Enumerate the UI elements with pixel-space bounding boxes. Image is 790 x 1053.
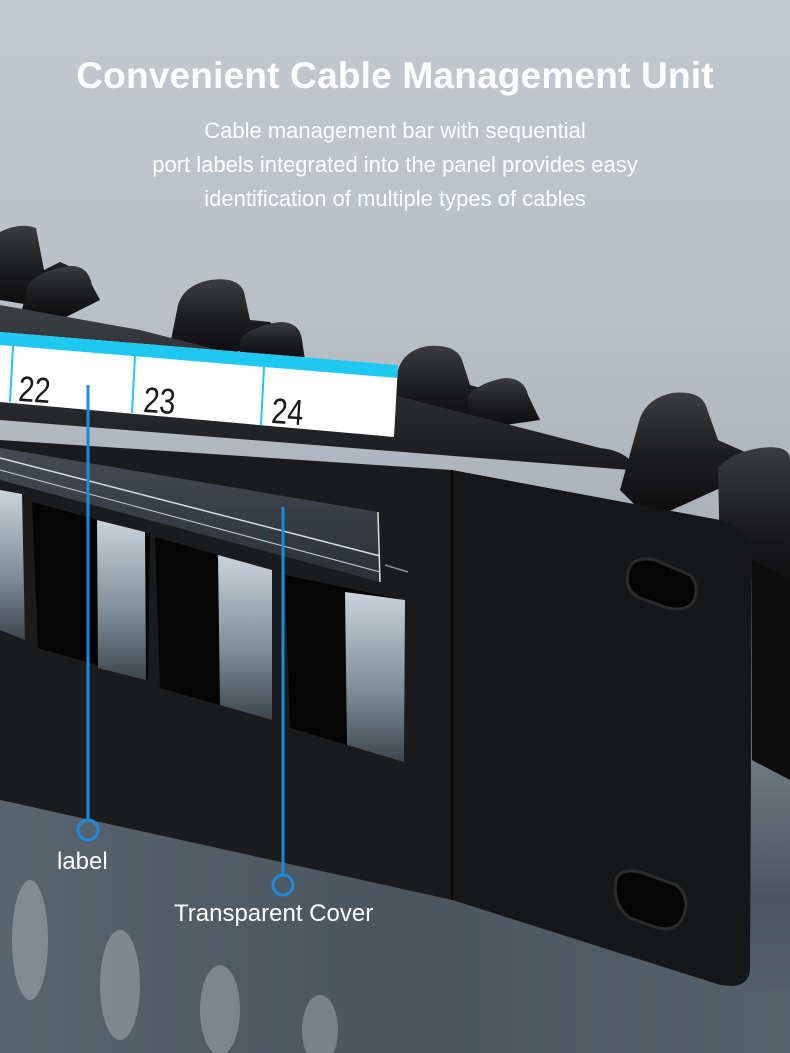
keystone-ports — [0, 490, 405, 762]
cover-callout-marker — [271, 873, 295, 897]
port-number-24: 24 — [270, 390, 305, 434]
cable-clips — [0, 225, 790, 600]
label-callout-text: label — [57, 848, 108, 875]
transparent-cover — [0, 448, 409, 583]
mounting-ear — [452, 470, 752, 986]
port-number-23: 23 — [142, 379, 177, 423]
mounting-holes — [613, 557, 698, 931]
label-strip — [0, 332, 398, 437]
subtitle-line-3: identification of multiple types of cabl… — [204, 186, 586, 211]
port-number-22: 22 — [17, 368, 52, 412]
label-callout-marker — [76, 818, 100, 842]
subtitle-line-2: port labels integrated into the panel pr… — [152, 152, 638, 177]
page-title: Convenient Cable Management Unit — [76, 55, 714, 96]
subtitle-line-1: Cable management bar with sequential — [204, 118, 586, 143]
transparent-cover-callout-text: Transparent Cover — [174, 900, 374, 927]
subtitle: Cable management bar with sequential por… — [0, 114, 790, 216]
callout-lines — [76, 385, 295, 897]
floor-reflection — [0, 800, 790, 1053]
